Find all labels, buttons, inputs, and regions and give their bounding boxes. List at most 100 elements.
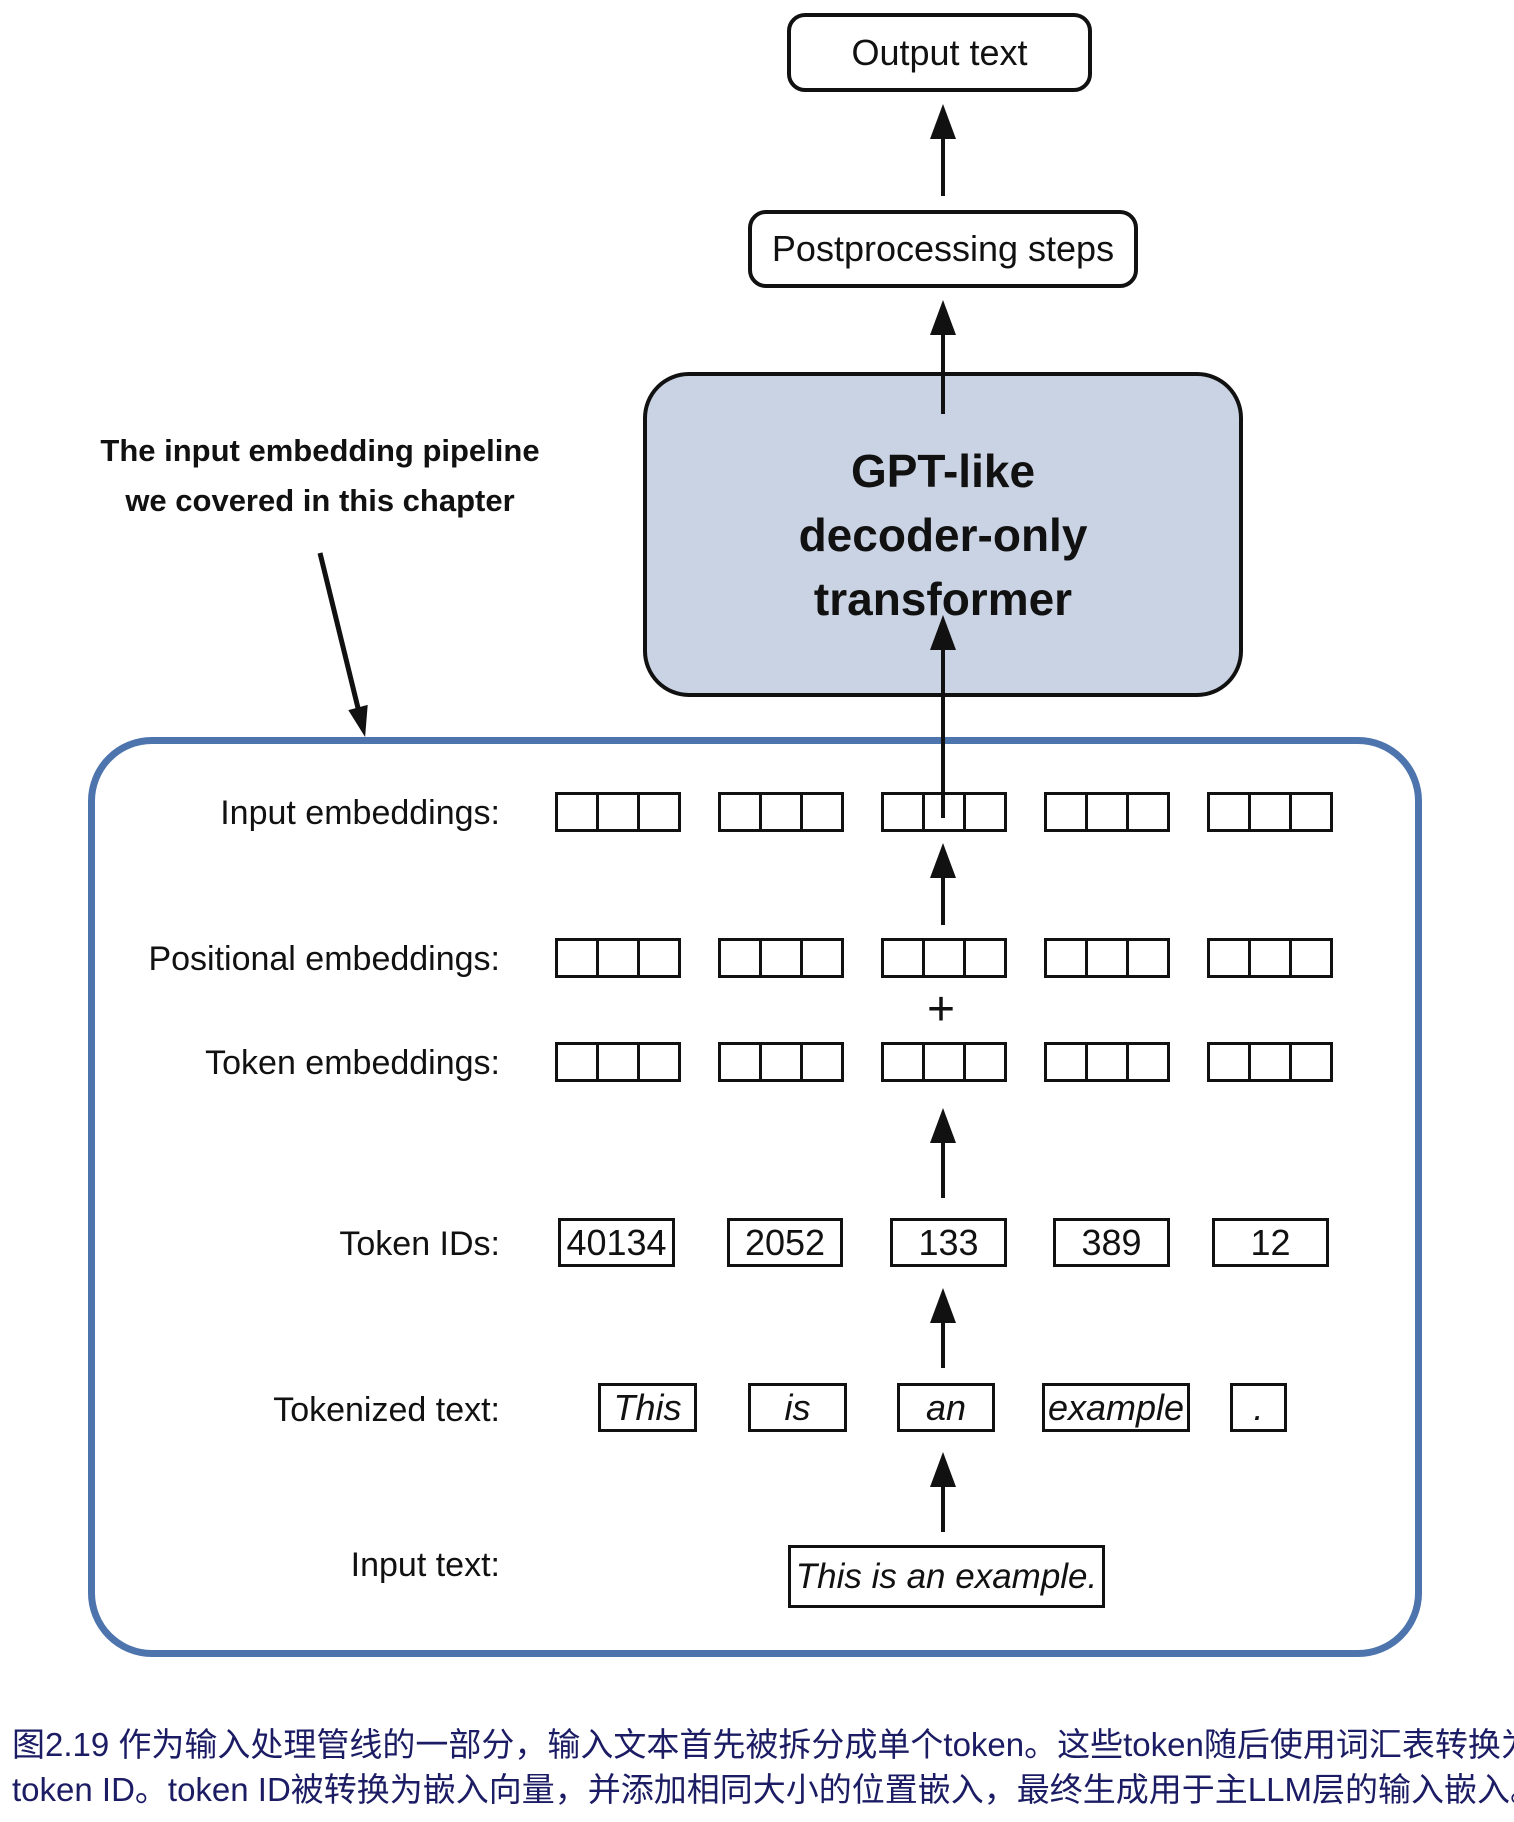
token-id-box: 133	[890, 1218, 1007, 1267]
arrow-head-icon	[930, 104, 956, 139]
postprocessing-box: Postprocessing steps	[748, 210, 1138, 288]
embedding-cell	[922, 938, 966, 978]
embedding-cell	[1126, 938, 1170, 978]
embedding-cell	[922, 1042, 966, 1082]
annotation-label: The input embedding pipeline we covered …	[70, 426, 570, 526]
embedding-cell	[1207, 1042, 1251, 1082]
arrow-line	[941, 1143, 945, 1198]
token-box: is	[748, 1383, 847, 1432]
arrow-line	[941, 139, 945, 196]
token-box: This	[598, 1383, 697, 1432]
embedding-cell	[596, 1042, 640, 1082]
embedding-cell	[637, 792, 681, 832]
embedding-cell	[800, 792, 844, 832]
embedding-cell	[1207, 792, 1251, 832]
annotation-line-1: The input embedding pipeline	[100, 433, 540, 468]
token-ids-label: Token IDs:	[339, 1225, 500, 1263]
token-id-box: 2052	[727, 1218, 843, 1267]
arrow-input-text-to-tokens	[930, 1452, 956, 1532]
annotation-line-2: we covered in this chapter	[125, 483, 515, 518]
arrow-sum-to-input-embeddings	[930, 843, 956, 925]
caption-line-2: token ID。token ID被转换为嵌入向量，并添加相同大小的位置嵌入，最…	[12, 1771, 1514, 1808]
embedding-cell	[963, 1042, 1007, 1082]
token-id-box: 40134	[558, 1218, 675, 1267]
token-box: .	[1230, 1383, 1287, 1432]
embedding-cell	[881, 1042, 925, 1082]
input-embeddings-label: Input embeddings:	[220, 794, 500, 832]
tokenized-text-label: Tokenized text:	[273, 1391, 500, 1429]
output-text-label: Output text	[851, 31, 1028, 73]
arrow-head-icon	[930, 1452, 956, 1487]
embedding-cell	[881, 938, 925, 978]
arrow-line	[941, 1323, 945, 1368]
embedding-cell	[637, 1042, 681, 1082]
arrow-line	[941, 650, 945, 818]
arrow-line	[941, 878, 945, 925]
postprocessing-label: Postprocessing steps	[771, 228, 1115, 269]
arrow-transformer-to-postprocessing	[930, 300, 956, 414]
embedding-cell	[596, 792, 640, 832]
input-text-label: Input text:	[350, 1546, 500, 1584]
embedding-cell-group	[1207, 1042, 1333, 1082]
embedding-cell	[555, 938, 599, 978]
embedding-cell-group	[1044, 1042, 1170, 1082]
transformer-line-1: GPT-like	[850, 444, 1036, 497]
embedding-cell-group	[881, 938, 1007, 978]
input-text-box: This is an example.	[788, 1545, 1105, 1608]
token-embeddings-label: Token embeddings:	[205, 1044, 500, 1082]
embedding-cell	[1126, 792, 1170, 832]
embedding-cell-group	[718, 1042, 844, 1082]
arrow-head-icon	[930, 1288, 956, 1323]
embedding-cell	[759, 792, 803, 832]
figure-caption: 图2.19 作为输入处理管线的一部分，输入文本首先被拆分成单个token。这些t…	[12, 1722, 1514, 1812]
arrow-head-icon	[930, 615, 956, 650]
arrow-postprocessing-to-output	[930, 104, 956, 196]
arrow-line	[941, 335, 945, 414]
token-id-box: 389	[1053, 1218, 1170, 1267]
embedding-cell-group	[1207, 792, 1333, 832]
token-box: example	[1042, 1383, 1190, 1432]
embedding-cell-group	[555, 792, 681, 832]
embedding-cell	[800, 938, 844, 978]
embedding-cell	[718, 792, 762, 832]
embedding-cell	[1044, 792, 1088, 832]
embedding-cell	[1289, 938, 1333, 978]
token-id-box: 12	[1212, 1218, 1329, 1267]
caption-line-1: 图2.19 作为输入处理管线的一部分，输入文本首先被拆分成单个token。这些t…	[12, 1726, 1514, 1763]
embedding-cell	[637, 938, 681, 978]
positional-embeddings-label: Positional embeddings:	[148, 940, 500, 978]
embedding-cell	[963, 938, 1007, 978]
output-text-box: Output text	[787, 13, 1092, 92]
embedding-cell	[759, 938, 803, 978]
embedding-cell	[1248, 1042, 1292, 1082]
embedding-cell-group	[881, 792, 1007, 832]
embedding-cell	[1044, 1042, 1088, 1082]
embedding-cell	[718, 1042, 762, 1082]
embedding-cell	[1248, 792, 1292, 832]
embedding-cell	[1085, 938, 1129, 978]
embedding-cell	[1126, 1042, 1170, 1082]
embedding-cell	[759, 1042, 803, 1082]
arrow-tokens-to-token-ids	[930, 1288, 956, 1368]
arrow-head-icon	[930, 300, 956, 335]
embedding-cell-group	[1207, 938, 1333, 978]
embedding-cell	[555, 1042, 599, 1082]
embedding-cell	[596, 938, 640, 978]
embedding-cell-group	[718, 792, 844, 832]
embedding-cell-group	[555, 938, 681, 978]
embedding-cell	[1289, 792, 1333, 832]
embedding-cell	[718, 938, 762, 978]
arrow-token-ids-to-embeddings	[930, 1108, 956, 1198]
embedding-cell-group	[555, 1042, 681, 1082]
arrow-pipeline-to-transformer	[930, 615, 956, 818]
arrow-head-icon	[930, 843, 956, 878]
arrow-line	[941, 1487, 945, 1532]
embedding-cell	[1085, 792, 1129, 832]
plus-sign: +	[927, 983, 956, 1036]
embedding-cell-group	[881, 1042, 1007, 1082]
annotation-arrow	[317, 552, 368, 737]
transformer-line-2: decoder-only	[798, 508, 1088, 561]
pipeline-panel	[88, 737, 1422, 1657]
embedding-cell-group	[1044, 792, 1170, 832]
